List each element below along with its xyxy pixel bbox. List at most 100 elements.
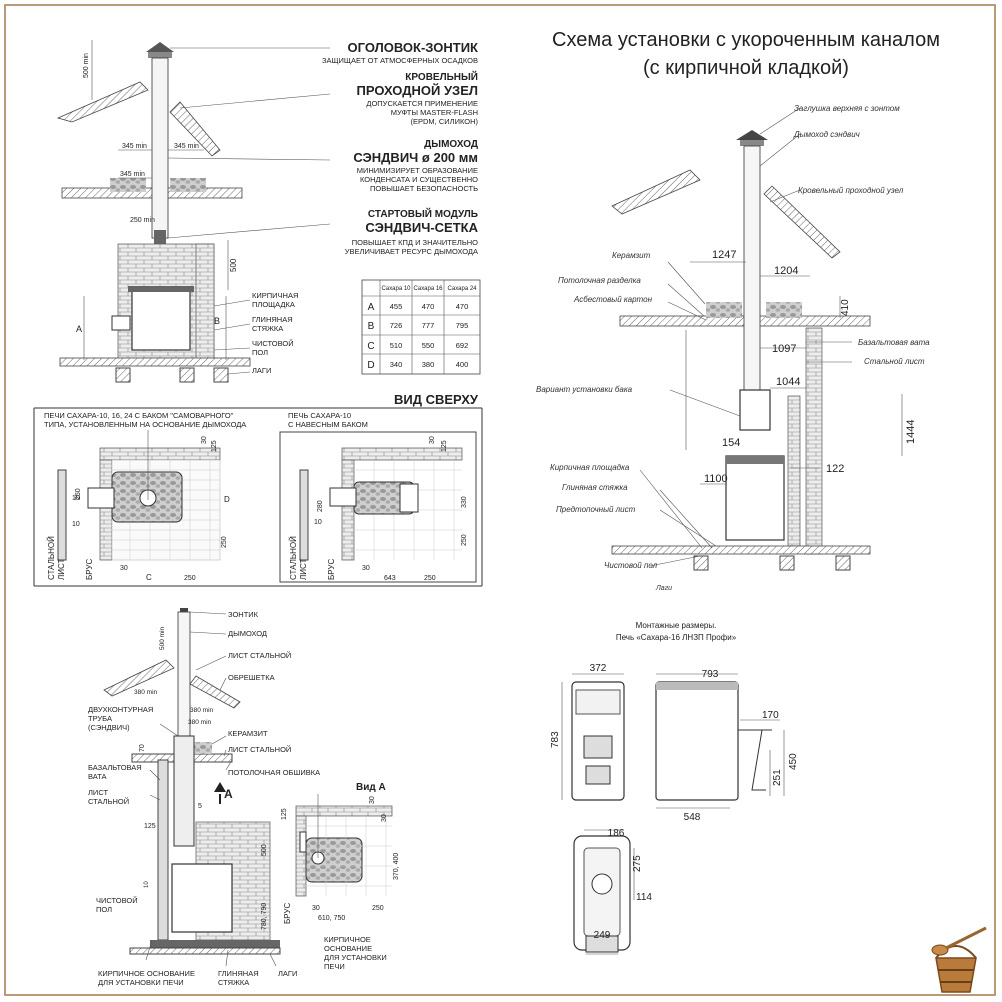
bl-dim-14: 250: [372, 905, 384, 912]
dim-500min-1: 500 min: [83, 53, 90, 78]
top-view-left-cap-2: ТИПА, УСТАНОВЛЕННЫМ НА ОСНОВАНИЕ ДЫМОХОД…: [44, 420, 246, 429]
r-label-4: Потолочная разделка: [558, 276, 641, 285]
label-ogolovok: ОГОЛОВОК-ЗОНТИК: [348, 40, 479, 55]
bl-label-16: КИРПИЧНОЕ ОСНОВАНИЕ: [98, 969, 195, 978]
table-cell: 550: [422, 341, 435, 350]
bl-label-beam: БРУС: [283, 903, 292, 924]
r-label-7: Стальной лист: [864, 357, 925, 366]
table-cell: 380: [422, 360, 435, 369]
r-dim-1444: 1444: [905, 420, 917, 444]
label-chimney-sub-1: МИНИМИЗИРУЕТ ОБРАЗОВАНИЕ: [357, 166, 478, 175]
bl-label-4: ДВУХКОНТУРНАЯ: [88, 705, 153, 714]
tv-r-dim-125: 125: [441, 440, 448, 452]
bl-dim-2: 380 min: [190, 707, 214, 714]
label-chimney-1: ДЫМОХОД: [424, 139, 478, 150]
label-roof-sub-1: ДОПУСКАЕТСЯ ПРИМЕНЕНИЕ: [366, 99, 478, 108]
tv-r-steel-2: ЛИСТ: [299, 558, 308, 580]
bl-label-0: ЗОНТИК: [228, 610, 259, 619]
label-chimney-2: СЭНДВИЧ ø 200 мм: [353, 150, 478, 165]
tv-r-dim-30: 30: [429, 436, 436, 444]
label-start-1: СТАРТОВЫЙ МОДУЛЬ: [368, 207, 478, 220]
label-roof-1: КРОВЕЛЬНЫЙ: [405, 70, 478, 83]
bl-dim-5: 5: [198, 803, 202, 810]
bl-label-12: ЛИСТ: [88, 788, 108, 797]
side-label-2: ПЛОЩАДКА: [252, 300, 295, 309]
bl-dim-13: 30: [312, 905, 320, 912]
dim-345-1: 345 min: [122, 143, 147, 150]
bl-dim-1: 380 min: [134, 689, 158, 696]
side-label-7: ЛАГИ: [252, 366, 271, 375]
tv-r-dim-250: 250: [424, 575, 436, 582]
bl-label-10: БАЗАЛЬТОВАЯ: [88, 763, 142, 772]
bl-label-arrow-a: A: [224, 787, 233, 801]
r-dim-1044: 1044: [776, 376, 800, 388]
tv-r-beam: БРУС: [327, 559, 336, 580]
mount-dim-8: 275: [632, 855, 643, 872]
bl-label-19: СТЯЖКА: [218, 978, 249, 987]
bl-label-5: ТРУБА: [88, 714, 112, 723]
r-label-11: Предтопочный лист: [556, 505, 636, 514]
table-header-2: Сахара 16: [413, 286, 443, 292]
tv-l-dim-125: 125: [211, 440, 218, 452]
r-dim-1204: 1204: [774, 265, 798, 277]
table-cell: A: [368, 302, 375, 313]
bl-dim-10: 30: [369, 796, 376, 804]
tv-r-dim-643: 643: [384, 575, 396, 582]
r-label-12: Чистовой пол: [604, 561, 658, 570]
bl-label-24: ДЛЯ УСТАНОВКИ: [324, 953, 387, 962]
page-frame: [4, 4, 996, 996]
tv-l-dim-d: D: [224, 495, 230, 504]
tv-r-dim-330: 330: [461, 496, 468, 508]
r-dim-1247: 1247: [712, 249, 736, 261]
mount-dim-3: 170: [762, 710, 779, 721]
mount-title-1: Монтажные размеры.: [636, 621, 717, 630]
side-label-3: ГЛИНЯНАЯ: [252, 315, 293, 324]
main-title-line1: Схема установки с укороченным каналом: [552, 29, 940, 51]
mount-dim-10: 249: [594, 930, 611, 941]
label-roof-sub-2: МУФТЫ MASTER-FLASH: [391, 108, 478, 117]
tv-l-dim-10b: 10: [72, 521, 80, 528]
dim-b: B: [214, 316, 220, 326]
label-start-2: СЭНДВИЧ-СЕТКА: [365, 220, 478, 235]
bl-dim-4: 70: [139, 744, 146, 752]
side-label-5: ЧИСТОВОЙ: [252, 339, 294, 348]
top-view: ВИД СВЕРХУ ПЕЧИ САХАРА-10, 16, 24 С БАКО…: [33, 392, 483, 587]
r-label-6: Базальтовая вата: [858, 338, 930, 347]
table-cell: 510: [390, 341, 403, 350]
tv-l-steel-1: СТАЛЬНОЙ: [47, 536, 56, 580]
top-view-right-cap-1: ПЕЧЬ САХАРА-10: [288, 411, 351, 420]
table-cell: 726: [390, 321, 403, 330]
r-dim-1097: 1097: [772, 343, 796, 355]
mount-dim-7: 186: [608, 828, 625, 839]
mount-dim-6: 548: [684, 812, 701, 823]
tv-l-dim-30: 30: [201, 436, 208, 444]
bl-dim-15: 610, 750: [318, 915, 345, 922]
label-chimney-sub-2: КОНДЕНСАТА И СУЩЕСТВЕННО: [360, 175, 478, 184]
r-dim-410: 410: [840, 299, 851, 316]
r-label-2: Кровельный проходной узел: [798, 186, 904, 195]
mount-dim-5: 251: [772, 769, 783, 786]
bl-label-13: СТАЛЬНОЙ: [88, 797, 129, 806]
bl-label-20: ЛАГИ: [278, 969, 297, 978]
mount-dim-1: 793: [702, 669, 719, 680]
table-cell: 777: [422, 321, 435, 330]
dim-345-3: 345 min: [120, 171, 145, 178]
bl-dim-7: 500: [261, 844, 268, 856]
bl-label-15: ПОЛ: [96, 905, 112, 914]
tv-l-dim-30b: 30: [120, 565, 128, 572]
bl-dim-11: 30: [381, 814, 388, 822]
side-label-6: ПОЛ: [252, 348, 268, 357]
dim-a: A: [76, 324, 82, 334]
bl-label-11: ВАТА: [88, 772, 107, 781]
bl-dim-8: 780, 790: [261, 903, 268, 930]
tv-l-dim-10a: 10: [72, 495, 80, 502]
table-cell: 400: [456, 360, 469, 369]
r-label-3: Керамзит: [612, 251, 651, 260]
top-view-title: ВИД СВЕРХУ: [394, 392, 479, 407]
tv-r-dim-250c: 250: [461, 534, 468, 546]
bl-label-25: ПЕЧИ: [324, 962, 345, 971]
dim-250min: 250 min: [130, 217, 155, 224]
label-start-sub-1: ПОВЫШАЕТ КПД И ЗНАЧИТЕЛЬНО: [352, 238, 478, 247]
table-header-3: Сахара 24: [447, 286, 477, 292]
